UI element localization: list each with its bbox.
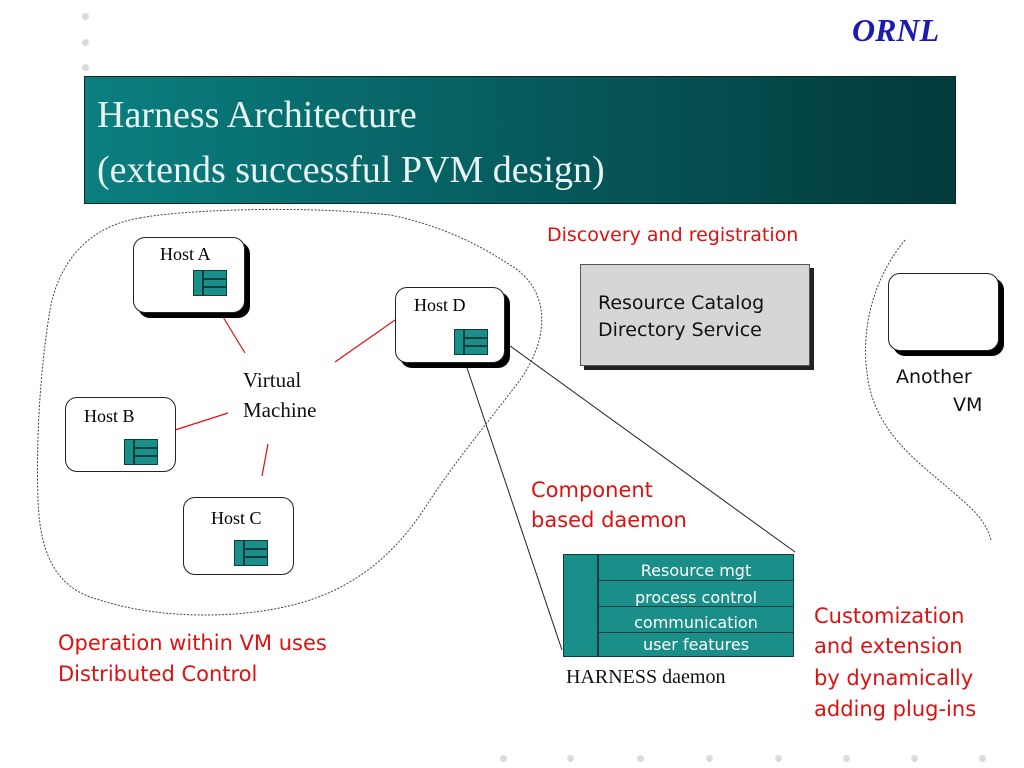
operation-note-line1: Operation within VM uses [58,631,327,655]
decor-dot [567,755,574,762]
resource-catalog-box [580,264,810,366]
custom-note-line1: Customization [814,604,965,628]
decor-dot [637,755,644,762]
host-b-label: Host B [84,406,135,426]
zoom-line-left [462,355,563,651]
vm-label-line1: Virtual [243,368,302,392]
title-banner [84,76,956,204]
daemon-row-process: process control [598,580,794,607]
host-d-daemon-icon [454,329,488,355]
daemon-core-divider [597,554,599,657]
decor-dot [843,755,850,762]
component-line2: based daemon [531,508,687,532]
another-vm-boundary [865,239,992,541]
another-vm-line2: VM [953,394,983,416]
vm-label-line2: Machine [243,398,317,422]
another-vm-line1: Another [896,366,972,388]
decor-dot [82,13,89,20]
decor-dot [979,755,986,762]
link-host-a [219,311,246,354]
decor-dot [82,64,89,71]
daemon-row-user-features: user features [598,632,794,657]
link-host-d [334,319,396,363]
discovery-heading: Discovery and registration [547,224,799,246]
decor-dot [82,39,89,46]
custom-note-line4: adding plug-ins [814,697,977,721]
host-a-label: Host A [160,244,211,264]
zoom-line-right [487,329,796,553]
decor-dot [775,755,782,762]
org-logo: ORNL [852,12,940,48]
link-host-c [261,443,269,477]
host-d-label: Host D [414,295,466,315]
slide-title: Harness Architecture [97,94,417,136]
catalog-line1: Resource Catalog [598,292,765,314]
decor-dot [500,755,507,762]
host-a-daemon-icon [193,270,227,296]
daemon-row-communication: communication [598,606,794,632]
slide-subtitle: (extends successful PVM design) [97,149,605,191]
component-line1: Component [531,478,653,502]
host-c-label: Host C [211,508,262,528]
link-host-b [174,412,229,431]
daemon-row-resource: Resource mgt [640,561,752,580]
host-c-daemon-icon [234,540,268,566]
daemon-caption: HARNESS daemon [566,666,726,688]
decor-dot [706,755,713,762]
operation-note-line2: Distributed Control [58,662,258,686]
custom-note-line2: and extension [814,634,963,658]
host-b-daemon-icon [124,439,158,465]
another-vm-box [888,273,999,351]
decor-dot [911,755,918,762]
harness-daemon-block [563,554,794,657]
custom-note-line3: by dynamically [814,666,974,690]
catalog-line2: Directory Service [598,319,762,341]
